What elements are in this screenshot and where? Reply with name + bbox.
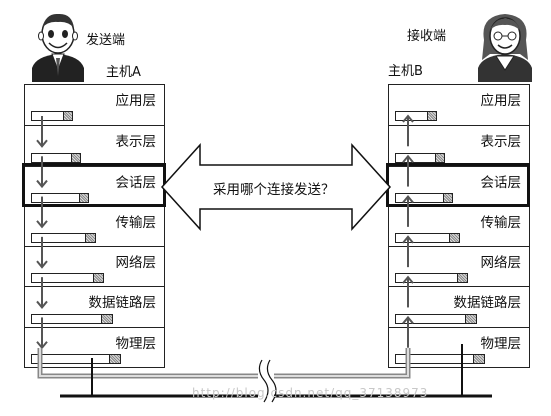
down-arrow-icon bbox=[36, 341, 48, 350]
host-a-pdu-block bbox=[31, 111, 73, 122]
host-a-layer-row: 应用层 bbox=[25, 85, 164, 125]
host-a-pdu-block bbox=[31, 353, 121, 364]
receiver-role-label: 接收端 bbox=[407, 29, 447, 44]
host-a-layer-stack: 应用层表示层会话层传输层网络层数据链路层物理层 bbox=[24, 84, 165, 368]
host-b-pdu-block bbox=[395, 233, 460, 244]
up-arrow-icon bbox=[402, 114, 414, 123]
host-b-pdu-block bbox=[395, 152, 445, 163]
host-a-layer-row: 网络层 bbox=[25, 246, 164, 287]
up-arrow-icon bbox=[402, 315, 414, 325]
host-a-layer-row: 表示层 bbox=[25, 125, 164, 166]
host-b-pdu-block bbox=[395, 353, 485, 364]
host-a-layer-label: 应用层 bbox=[115, 93, 157, 109]
host-a-layer-label: 物理层 bbox=[115, 335, 157, 352]
host-a-layer-label: 会话层 bbox=[115, 174, 157, 191]
host-b-layer-row: 应用层 bbox=[389, 85, 529, 125]
connection-double-arrow bbox=[160, 143, 392, 231]
network-cable bbox=[37, 344, 492, 403]
host-a-layer-label: 网络层 bbox=[115, 255, 157, 272]
host-a-layer-row: 数据链路层 bbox=[25, 286, 164, 327]
host-b-layer-label: 表示层 bbox=[480, 134, 522, 151]
host-b-layer-label: 应用层 bbox=[480, 93, 522, 109]
down-arrow-icon bbox=[36, 179, 48, 189]
host-a-label: 主机A bbox=[106, 65, 141, 80]
host-a-layer-row: 会话层 bbox=[25, 165, 164, 207]
host-b-layer-label: 网络层 bbox=[480, 255, 522, 272]
host-b-layer-label: 会话层 bbox=[480, 174, 522, 191]
host-b-pdu-block bbox=[395, 111, 437, 122]
host-a-layer-label: 数据链路层 bbox=[88, 295, 157, 312]
up-arrow-icon bbox=[402, 195, 414, 204]
host-a-layer-label: 传输层 bbox=[115, 214, 157, 231]
host-a-pdu-block bbox=[31, 313, 113, 324]
host-a-pdu-block bbox=[31, 192, 89, 203]
host-b-layer-row: 表示层 bbox=[389, 125, 529, 166]
up-arrow-icon bbox=[402, 235, 414, 244]
host-a-pdu-block bbox=[31, 273, 104, 284]
down-arrow-icon bbox=[36, 220, 48, 229]
watermark: http://blog.csdn.net/qq_37138973 bbox=[192, 386, 429, 400]
host-a-pdu-block bbox=[31, 233, 96, 244]
down-arrow-icon bbox=[36, 260, 48, 269]
host-b-upward-data-flow bbox=[402, 114, 414, 348]
host-b-layer-row: 会话层 bbox=[389, 165, 529, 207]
host-a-layer-label: 表示层 bbox=[115, 134, 157, 151]
host-a-pdu-block bbox=[31, 152, 81, 163]
host-b-layer-label: 物理层 bbox=[480, 335, 522, 352]
host-b-pdu-block bbox=[395, 192, 453, 203]
host-b-layer-label: 传输层 bbox=[480, 214, 522, 231]
up-arrow-icon bbox=[402, 275, 414, 284]
receiver-person-icon bbox=[478, 14, 532, 82]
host-b-layer-row: 物理层 bbox=[389, 326, 529, 368]
sender-role-label: 发送端 bbox=[86, 33, 126, 48]
host-b-layer-row: 数据链路层 bbox=[389, 286, 529, 327]
connection-question: 采用哪个连接发送？ bbox=[213, 182, 335, 198]
up-arrow-icon bbox=[402, 154, 414, 163]
host-a-downward-data-flow bbox=[36, 116, 48, 350]
host-b-label: 主机B bbox=[388, 64, 423, 79]
down-arrow-icon bbox=[36, 139, 48, 148]
host-a-layer-row: 物理层 bbox=[25, 326, 164, 368]
host-b-pdu-block bbox=[395, 273, 468, 284]
sender-person-icon bbox=[32, 13, 84, 82]
host-b-layer-row: 网络层 bbox=[389, 246, 529, 287]
down-arrow-icon bbox=[36, 300, 48, 309]
host-b-layer-label: 数据链路层 bbox=[453, 295, 522, 312]
host-b-pdu-block bbox=[395, 313, 477, 324]
